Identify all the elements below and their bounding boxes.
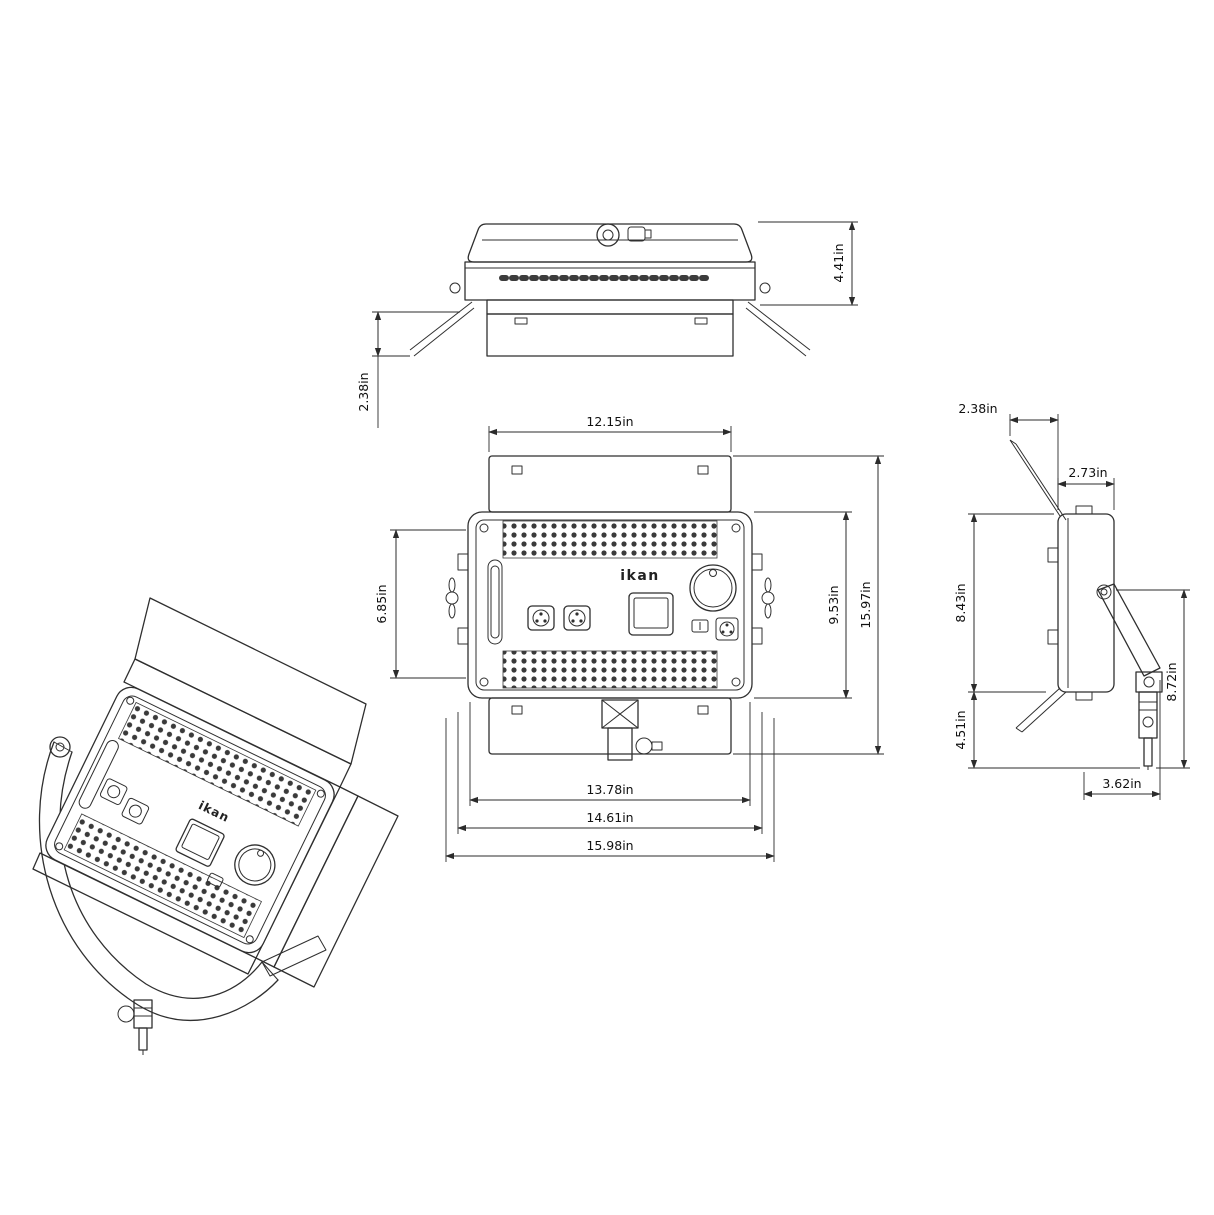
dimension-side-arm-reach: 3.62in bbox=[1083, 680, 1161, 800]
perspective-flap-right bbox=[273, 795, 399, 988]
top-view: 4.41in 2.38in bbox=[356, 221, 858, 428]
dimension-side-arm-height: 8.72in bbox=[1116, 589, 1190, 769]
dimension-front-width-hinges: 14.61in bbox=[457, 712, 763, 834]
perspective-handle-slot bbox=[78, 740, 119, 809]
yoke-arm-side bbox=[1096, 583, 1163, 770]
perspective-connectors bbox=[99, 778, 150, 825]
perspective-flap-top bbox=[134, 597, 367, 765]
dim-side-mount-drop-label: 4.51in bbox=[953, 710, 968, 749]
dimension-side-door-offset: 2.38in bbox=[958, 401, 1059, 510]
fixture-body bbox=[467, 511, 753, 699]
ac-input[interactable] bbox=[715, 617, 739, 641]
barn-door-wing-left bbox=[409, 301, 475, 357]
yoke-lock-knob[interactable] bbox=[635, 737, 653, 755]
power-switch[interactable] bbox=[691, 619, 709, 633]
perspective-control-knob bbox=[234, 844, 276, 886]
dim-front-total-height-label: 15.97in bbox=[858, 581, 873, 628]
dim-front-width-hinges-label: 14.61in bbox=[586, 810, 633, 825]
perspective-display bbox=[175, 818, 225, 867]
dimension-top-height: 4.41in bbox=[758, 221, 858, 306]
perspective-yoke-knob bbox=[49, 736, 71, 758]
perspective-panel: ikan bbox=[45, 686, 335, 954]
vent-grill-top bbox=[502, 520, 718, 559]
dimension-front-body-height: 9.53in bbox=[754, 511, 852, 699]
dimension-front-width-total: 15.98in bbox=[445, 718, 775, 862]
dimension-front-top-width: 12.15in bbox=[488, 414, 732, 452]
barn-door-knob-right-top bbox=[759, 282, 771, 294]
side-flap-bottom bbox=[1015, 687, 1067, 733]
dimension-front-total-height: 15.97in bbox=[733, 455, 884, 755]
perspective-switch bbox=[206, 872, 224, 888]
dim-side-arm-reach-label: 3.62in bbox=[1102, 776, 1141, 791]
side-view: 2.38in 2.73in 8.43in 4.51in 8.72in bbox=[953, 401, 1190, 800]
perspective-grill-bottom bbox=[63, 813, 263, 939]
yoke-knob-top bbox=[596, 223, 652, 247]
dimension-front-inner-height: 6.85in bbox=[374, 529, 466, 679]
dimension-side-depth: 2.73in bbox=[1057, 465, 1115, 510]
power-connector-1[interactable] bbox=[527, 605, 555, 631]
dimension-top-door-drop: 2.38in bbox=[356, 311, 460, 428]
dim-front-width-total-label: 15.98in bbox=[586, 838, 633, 853]
dim-top-door-drop-label: 2.38in bbox=[356, 372, 371, 411]
dim-side-body-height-label: 8.43in bbox=[953, 583, 968, 622]
perspective-flap-bottom-tab bbox=[261, 935, 327, 977]
dim-top-height-label: 4.41in bbox=[831, 243, 846, 282]
dim-front-top-width-label: 12.15in bbox=[586, 414, 633, 429]
perspective-grill-top bbox=[117, 701, 317, 827]
handle-slot bbox=[487, 559, 503, 645]
tension-knob-right bbox=[761, 577, 775, 619]
barn-door-knob-left-top bbox=[449, 282, 461, 294]
dim-side-depth-label: 2.73in bbox=[1068, 465, 1107, 480]
lcd-display bbox=[628, 592, 674, 636]
perspective-spigot bbox=[117, 999, 153, 1055]
ikan-logo-front: ikan bbox=[620, 568, 660, 584]
perspective-view: ikan bbox=[32, 597, 399, 1055]
yoke-mount-bracket bbox=[601, 699, 663, 761]
barn-door-wing-right bbox=[745, 301, 811, 357]
dim-front-width-body-label: 13.78in bbox=[586, 782, 633, 797]
dim-front-body-height-label: 9.53in bbox=[826, 585, 841, 624]
dimension-side-mount-drop: 4.51in bbox=[953, 691, 1140, 769]
dim-side-door-offset-label: 2.38in bbox=[958, 401, 997, 416]
dimension-front-width-body: 13.78in bbox=[469, 702, 751, 806]
barn-door-top bbox=[488, 455, 732, 513]
tension-knob-left bbox=[445, 577, 459, 619]
dimension-side-body-height: 8.43in bbox=[953, 513, 1054, 693]
control-knob[interactable] bbox=[689, 564, 737, 612]
front-view: ikan bbox=[374, 414, 884, 862]
power-connector-2[interactable] bbox=[563, 605, 591, 631]
dim-side-arm-height-label: 8.72in bbox=[1164, 662, 1179, 701]
vent-grill-bottom bbox=[502, 650, 718, 689]
dim-front-inner-height-label: 6.85in bbox=[374, 584, 389, 623]
